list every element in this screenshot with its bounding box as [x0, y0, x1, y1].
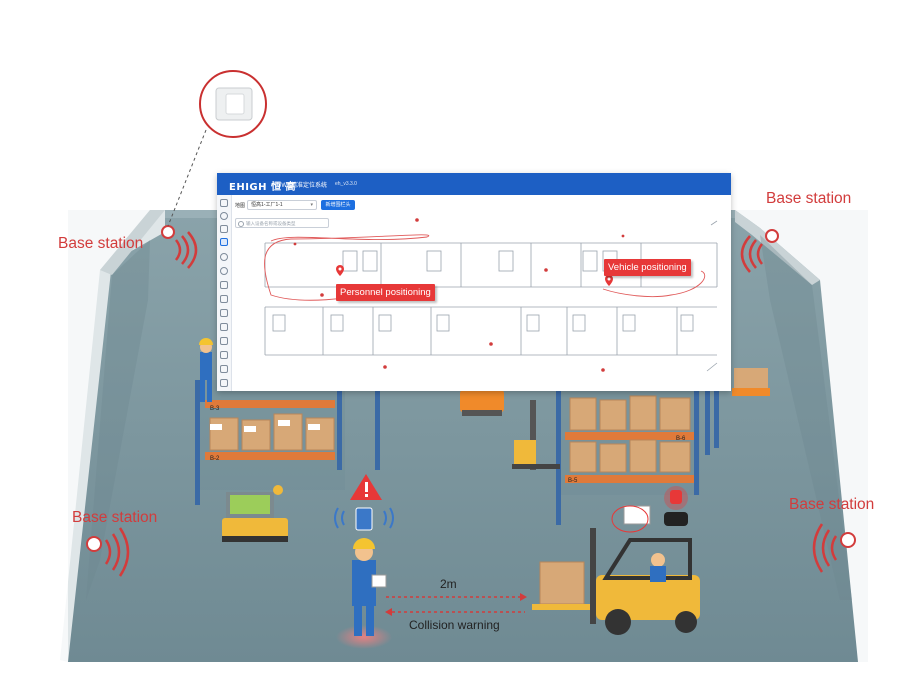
location-pin-icon: [605, 275, 613, 286]
worker-tag: [355, 507, 373, 531]
chart-icon[interactable]: [220, 351, 228, 359]
video-icon[interactable]: [220, 238, 228, 246]
eye-icon[interactable]: [220, 212, 228, 220]
signal-waves-icon: [334, 507, 339, 529]
list-icon[interactable]: [220, 323, 228, 331]
uwb-positioning-app-window: EHIGH 恒 高 UWB精准定位系统 eh_v3.3.0 地图 恒高1-工厂1…: [217, 173, 731, 391]
circle-icon[interactable]: [220, 267, 228, 275]
sidebar: [217, 195, 232, 391]
base-station-label-top-right: Base station: [766, 190, 852, 207]
search-icon: [238, 221, 244, 227]
movement-trail: [264, 234, 430, 301]
base-station-top-right-icon: [740, 229, 779, 273]
location-pin-icon: [336, 265, 344, 276]
app-brand: EHIGH 恒 高: [229, 182, 296, 193]
agv-screen-left: [222, 485, 288, 542]
stacker-truck: [512, 400, 560, 470]
app-topbar: EHIGH 恒 高 UWB精准定位系统 eh_v3.3.0: [217, 173, 731, 195]
chevron-down-icon: ▾: [310, 202, 313, 208]
collision-warning-label: Collision warning: [409, 618, 500, 632]
rack-tag: B-2: [210, 456, 220, 462]
base-station-label-top-left: Base station: [58, 235, 144, 252]
app-title: UWB精准定位系统: [277, 183, 327, 189]
personnel-positioning-callout: Personnel positioning: [336, 284, 435, 301]
map-label: 地图: [235, 203, 246, 209]
worker-center: [352, 538, 387, 636]
grid-icon[interactable]: [220, 295, 228, 303]
search-placeholder: 输入设备名称或设备类型: [246, 221, 296, 226]
floor-plan-map[interactable]: [231, 195, 731, 391]
base-station-label-bottom-left: Base station: [72, 509, 158, 526]
map-select-value: 恒高1-工厂1-1: [251, 202, 283, 208]
map-icon[interactable]: [220, 337, 228, 345]
user-icon[interactable]: [220, 379, 228, 387]
base-station-bottom-right-icon: [812, 523, 856, 573]
rack-tag: B-6: [676, 436, 686, 442]
add-fence-button[interactable]: 新增围栏头: [321, 200, 355, 210]
distance-label: 2m: [440, 577, 457, 591]
app-version: eh_v3.3.0: [335, 181, 357, 187]
map-select[interactable]: 恒高1-工厂1-1 ▾: [247, 200, 317, 210]
device-search-input[interactable]: 输入设备名称或设备类型: [235, 218, 329, 228]
bell-icon[interactable]: [220, 225, 228, 233]
beacon-light-icon: [664, 486, 688, 526]
agv-middle: [460, 390, 504, 416]
history-icon[interactable]: [220, 253, 228, 261]
base-station-bottom-left-icon: [86, 527, 130, 577]
building-icon[interactable]: [220, 365, 228, 373]
base-station-top-left-icon: [161, 225, 198, 269]
vehicle-positioning-callout: Vehicle positioning: [604, 259, 691, 276]
settings-icon[interactable]: [220, 281, 228, 289]
report-icon[interactable]: [220, 309, 228, 317]
rack-right: [556, 385, 719, 525]
base-station-label-bottom-right: Base station: [789, 496, 875, 513]
worker-halo: [336, 625, 392, 649]
home-icon[interactable]: [220, 199, 228, 207]
zoom-leader-line: [167, 129, 207, 227]
rack-tag: B-3: [210, 406, 220, 412]
agv-right-back: [732, 368, 770, 396]
right-wall: [735, 210, 868, 662]
rack-tag: B-5: [568, 478, 578, 484]
worker-left: [199, 338, 213, 402]
